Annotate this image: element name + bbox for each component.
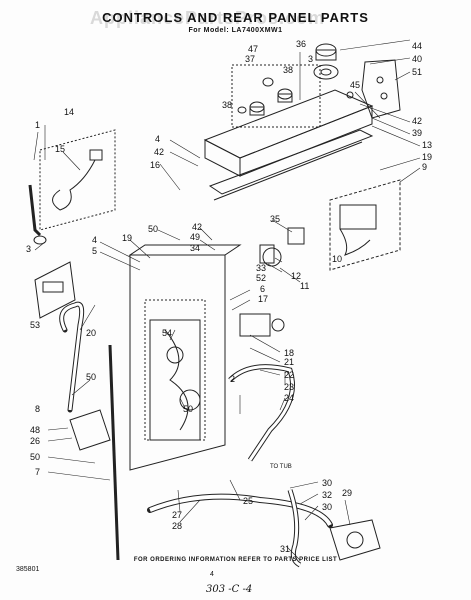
ordering-note: FOR ORDERING INFORMATION REFER TO PARTS … <box>133 557 338 563</box>
side-rail <box>108 344 120 561</box>
callout-27: 27 <box>172 510 182 520</box>
callout-51: 51 <box>412 67 422 77</box>
callout-17: 17 <box>258 294 268 304</box>
pump-29 <box>329 519 381 561</box>
callout-7: 7 <box>35 467 40 477</box>
callout-21: 21 <box>284 357 294 367</box>
callout-19: 19 <box>422 152 432 162</box>
watermark: AppliancePartsPros.com <box>90 8 326 28</box>
callout-50c: 50 <box>183 404 193 414</box>
part-26 <box>69 409 111 451</box>
callout-16: 16 <box>150 160 160 170</box>
knob-group-box <box>231 64 321 128</box>
callout-30b: 30 <box>322 502 332 512</box>
callout-37: 37 <box>245 54 255 64</box>
page-title: CONTROLS AND REAR PANEL PARTS <box>102 10 369 25</box>
callout-39: 39 <box>412 128 422 138</box>
diagram-code: 385801 <box>16 566 40 573</box>
callout-50d: 50 <box>30 452 40 462</box>
callout-45: 45 <box>350 80 360 90</box>
cord-box <box>39 129 116 231</box>
callout-47: 47 <box>248 44 258 54</box>
callout-50: 50 <box>148 224 158 234</box>
callout-2: 2 <box>230 374 235 384</box>
callout-4: 4 <box>155 134 160 144</box>
console-panel-lower <box>208 129 374 195</box>
page-number: 4 <box>210 571 214 578</box>
callout-4b: 4 <box>92 235 97 245</box>
callout-42b: 42 <box>154 147 164 157</box>
callout-6: 6 <box>260 284 265 294</box>
callout-29: 29 <box>342 488 352 498</box>
callout-3: 3 <box>308 54 313 64</box>
callout-25: 25 <box>243 496 253 506</box>
callout-52: 52 <box>256 273 266 283</box>
callout-40: 40 <box>412 54 422 64</box>
timer-switch <box>339 204 377 230</box>
callout-49: 49 <box>190 232 200 242</box>
callout-34: 34 <box>190 243 200 253</box>
callout-10: 10 <box>332 254 342 264</box>
callout-53: 53 <box>30 320 40 330</box>
model-subtitle: For Model: LA7400XMW1 <box>188 27 283 34</box>
handwritten-note: 303 -C -4 <box>206 584 253 595</box>
callout-1: 1 <box>35 120 40 130</box>
callout-35: 35 <box>270 214 280 224</box>
callout-22: 22 <box>284 370 294 380</box>
callout-8: 8 <box>35 404 40 414</box>
callout-12: 12 <box>291 271 301 281</box>
callout-11: 11 <box>300 281 309 291</box>
callout-38: 38 <box>283 65 293 75</box>
callout-19b: 19 <box>122 233 132 243</box>
callout-20: 20 <box>86 328 96 338</box>
callout-42c: 42 <box>192 222 202 232</box>
bracket-51 <box>361 59 401 119</box>
callout-13: 13 <box>422 140 432 150</box>
callout-42: 42 <box>412 116 422 126</box>
timer-dial <box>313 64 339 80</box>
callout-3b: 3 <box>26 244 31 254</box>
callout-26: 26 <box>30 436 40 446</box>
callout-54: 54 <box>162 328 172 338</box>
timer-box-frame <box>329 179 401 271</box>
callout-9: 9 <box>422 162 427 172</box>
callout-33: 33 <box>256 263 266 273</box>
callout-18: 18 <box>284 348 294 358</box>
callout-14: 14 <box>64 107 74 117</box>
bracket-53 <box>34 261 76 319</box>
callout-23: 23 <box>284 382 294 392</box>
callout-30: 30 <box>322 478 332 488</box>
callout-48: 48 <box>30 425 40 435</box>
callout-5: 5 <box>92 246 97 256</box>
callout-labels: 47 37 36 3 38 38 44 40 51 45 42 39 13 19… <box>26 39 432 554</box>
console-front <box>204 139 241 177</box>
water-valve <box>239 313 271 337</box>
callout-36: 36 <box>296 39 306 49</box>
callout-28: 28 <box>172 521 182 531</box>
callout-24: 24 <box>284 393 294 403</box>
callout-44: 44 <box>412 41 422 51</box>
console-body <box>239 105 373 177</box>
callout-15: 15 <box>55 144 65 154</box>
to-tub-label: TO TUB <box>270 464 292 470</box>
callout-50b: 50 <box>86 372 96 382</box>
callout-31: 31 <box>280 544 290 554</box>
callout-38b: 38 <box>222 100 232 110</box>
callout-32: 32 <box>322 490 332 500</box>
